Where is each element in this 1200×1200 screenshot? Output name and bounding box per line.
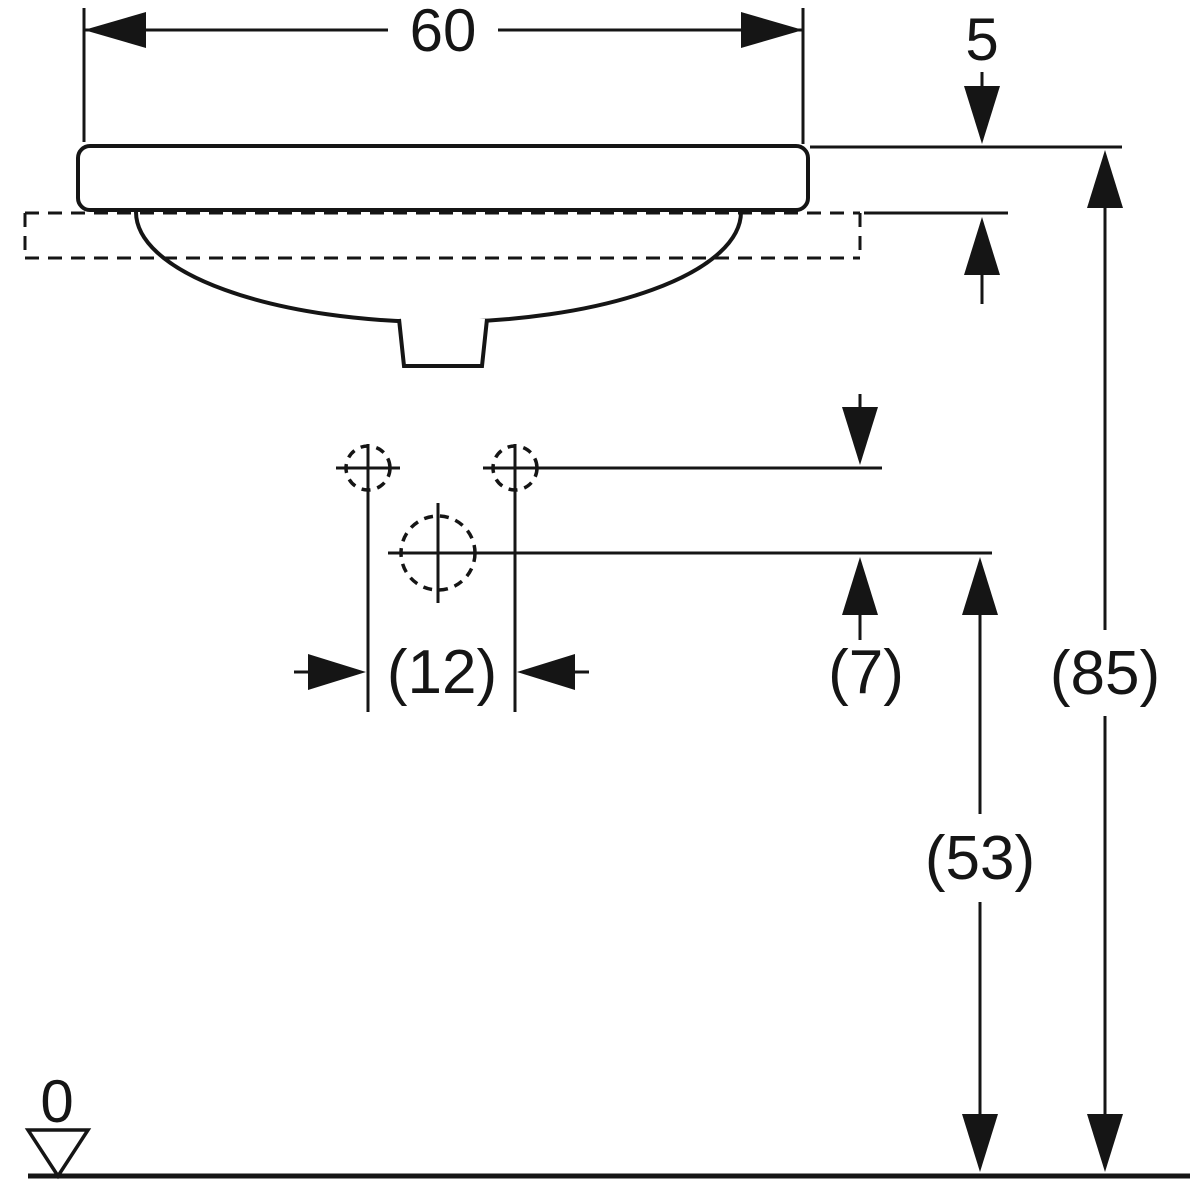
rim-height-label: 5 (965, 6, 998, 73)
tap-hole-center-circle (399, 514, 477, 592)
basin-front-view (76, 144, 810, 368)
arrow-up-icon (1087, 150, 1123, 208)
basin-rim-outline (76, 144, 810, 212)
arrow-down-icon (1087, 1114, 1123, 1172)
tap-hole-layout (336, 394, 992, 712)
arrow-down-icon (964, 86, 1000, 144)
tap-hole-left-circle (344, 444, 392, 492)
hole-spacing-label: (12) (387, 638, 497, 707)
arrow-right-icon (741, 12, 803, 48)
basin-drain-outlet (397, 318, 489, 368)
arrow-up-icon (962, 557, 998, 615)
arrow-right-icon (308, 654, 366, 690)
tap-offset-label: (7) (828, 638, 904, 707)
arrow-left-icon (517, 654, 575, 690)
arrow-up-icon (964, 217, 1000, 275)
arrow-down-icon (842, 407, 878, 465)
dimension-width-60: 60 (82, 0, 805, 144)
width-label: 60 (410, 0, 477, 64)
dimension-height-53: (53) (925, 557, 1035, 1172)
height-53-label: (53) (925, 824, 1035, 893)
height-85-label: (85) (1050, 639, 1160, 708)
arrow-left-icon (84, 12, 146, 48)
datum-zero-label: 0 (40, 1068, 73, 1135)
datum-triangle-icon (24, 1128, 92, 1180)
arrow-down-icon (962, 1114, 998, 1172)
dimension-hole-spacing-12: (12) (294, 638, 589, 707)
datum-zero: 0 (24, 1068, 92, 1180)
dimension-tap-offset-7: (7) (828, 557, 904, 707)
dimension-height-85: (85) (1050, 150, 1160, 1172)
dimension-rim-height-5: 5 (964, 6, 1000, 304)
arrow-up-icon (842, 557, 878, 615)
tap-hole-right-circle (491, 444, 539, 492)
